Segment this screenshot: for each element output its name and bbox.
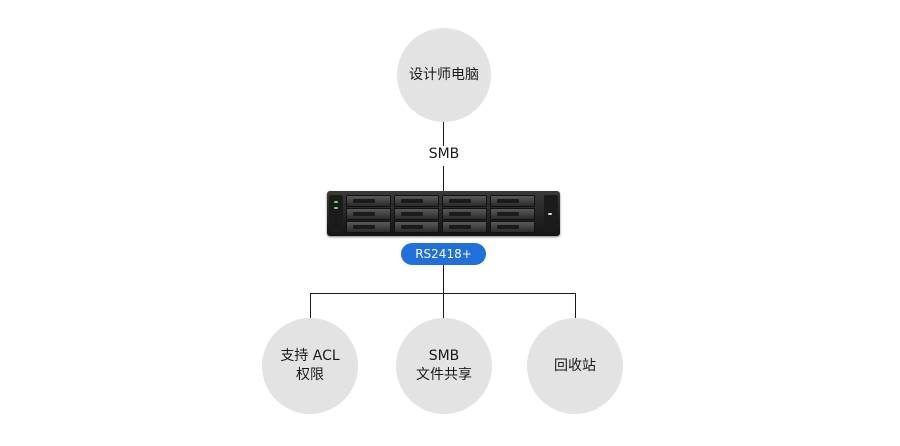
designer-pc-node: 设计师电脑 — [397, 28, 491, 122]
drive-bay — [394, 221, 439, 233]
connector-left-drop — [310, 293, 311, 318]
recycle-bin-node: 回收站 — [527, 318, 623, 414]
acl-permission-line1: 支持 ACL — [280, 348, 340, 364]
model-badge: RS2418+ — [401, 243, 486, 265]
designer-pc-label: 设计师电脑 — [409, 66, 479, 83]
drive-bay — [442, 208, 487, 220]
drive-bay — [394, 195, 439, 207]
smb-connection-label: SMB — [414, 146, 474, 162]
acl-permission-line2: 权限 — [296, 367, 324, 383]
smb-file-sharing-line2: 文件共享 — [416, 367, 472, 383]
drive-bay — [346, 221, 391, 233]
connector-center-drop — [443, 293, 444, 318]
smb-file-sharing-node: SMB 文件共享 — [396, 318, 492, 414]
connector-right-drop — [575, 293, 576, 318]
recycle-bin-label: 回收站 — [554, 357, 596, 374]
drive-bay — [442, 195, 487, 207]
drive-bay — [442, 221, 487, 233]
nas-power-led — [548, 213, 552, 215]
connector-top-to-label — [443, 122, 444, 146]
drive-bay — [490, 221, 535, 233]
drive-bay — [490, 195, 535, 207]
connector-device-down — [443, 265, 444, 293]
drive-bay — [394, 208, 439, 220]
connector-label-to-device — [443, 166, 444, 191]
drive-bay — [346, 208, 391, 220]
drive-bay — [490, 208, 535, 220]
smb-file-sharing-line1: SMB — [428, 348, 460, 364]
nas-status-led — [334, 207, 338, 209]
nas-left-panel — [329, 195, 343, 232]
nas-server-image — [327, 191, 560, 236]
nas-status-led — [334, 201, 338, 203]
drive-bay — [346, 195, 391, 207]
acl-permission-node: 支持 ACL 权限 — [262, 318, 358, 414]
